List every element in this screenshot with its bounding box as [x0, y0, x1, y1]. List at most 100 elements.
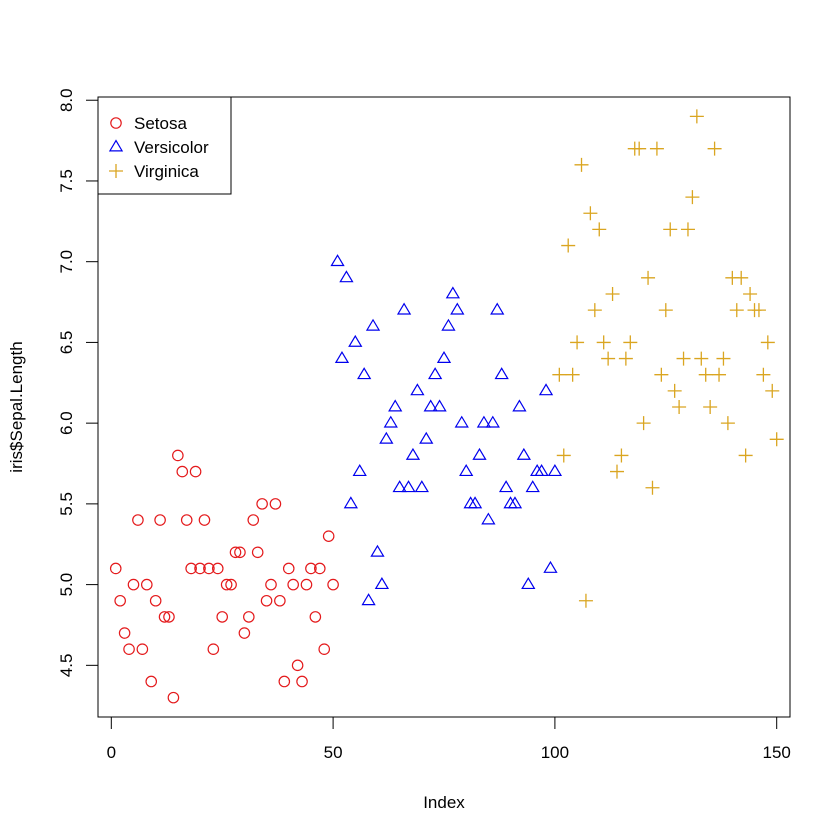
data-point — [158, 611, 171, 623]
data-point — [610, 464, 624, 479]
data-point — [712, 367, 727, 382]
data-point — [738, 448, 753, 463]
data-point — [309, 611, 322, 623]
data-point — [185, 562, 197, 575]
data-point — [172, 449, 184, 462]
data-point — [760, 335, 775, 350]
data-point — [123, 643, 135, 655]
data-point — [485, 415, 500, 428]
data-point — [388, 399, 403, 412]
data-point — [140, 578, 153, 591]
legend-label: Setosa — [134, 114, 187, 133]
data-point — [370, 544, 385, 557]
y-tick-label: 8.0 — [57, 88, 76, 112]
data-point — [176, 465, 189, 478]
data-point — [163, 611, 175, 623]
data-point — [247, 514, 260, 526]
data-point — [716, 351, 731, 366]
data-point — [352, 464, 367, 477]
data-point — [467, 496, 483, 509]
data-point — [769, 432, 784, 447]
data-point — [450, 302, 465, 315]
legend-box — [97, 96, 232, 195]
data-point — [136, 643, 149, 655]
data-point — [525, 480, 540, 493]
data-point — [552, 367, 567, 382]
y-tick-label: 5.5 — [57, 492, 76, 516]
data-point — [274, 594, 286, 607]
y-tick-label: 6.5 — [57, 331, 76, 355]
data-point — [707, 141, 722, 156]
data-point — [282, 562, 295, 575]
data-point — [756, 367, 771, 382]
data-point — [132, 514, 144, 526]
data-point — [459, 464, 474, 477]
data-point — [498, 480, 514, 493]
data-point — [698, 367, 713, 382]
y-tick-label: 7.0 — [57, 250, 76, 274]
data-point — [374, 577, 390, 590]
data-point — [145, 675, 158, 688]
data-point — [516, 447, 531, 460]
x-tick-label: 0 — [107, 743, 116, 762]
data-point — [663, 222, 678, 237]
y-tick-label: 4.5 — [57, 654, 76, 678]
series-setosa — [109, 449, 339, 704]
data-point — [521, 577, 536, 590]
data-point — [265, 578, 277, 591]
data-point — [641, 270, 656, 285]
data-point — [632, 141, 647, 156]
data-point — [734, 270, 749, 285]
data-point — [300, 578, 313, 591]
data-point — [623, 335, 638, 350]
data-point — [305, 562, 317, 575]
data-point — [751, 303, 766, 318]
data-point — [414, 480, 429, 493]
data-point — [334, 350, 350, 364]
data-point — [238, 627, 251, 639]
data-point — [565, 367, 580, 382]
data-point — [225, 578, 237, 591]
y-tick-label: 6.0 — [57, 411, 76, 435]
data-point — [547, 464, 563, 477]
data-point — [614, 448, 629, 463]
data-point — [365, 318, 381, 331]
data-point — [220, 578, 233, 591]
data-point — [596, 335, 611, 350]
data-point — [251, 546, 264, 559]
data-point — [313, 562, 326, 575]
data-point — [383, 415, 398, 428]
data-point — [410, 383, 425, 396]
data-point — [357, 367, 372, 380]
y-tick-label: 5.0 — [57, 573, 76, 597]
data-point — [322, 530, 335, 542]
data-point — [645, 480, 660, 495]
data-point — [203, 562, 215, 575]
data-point — [180, 514, 193, 526]
legend-marker — [108, 139, 124, 152]
data-point — [243, 611, 255, 623]
data-point — [278, 675, 291, 688]
data-point — [260, 594, 273, 607]
data-point — [211, 562, 224, 575]
data-point — [689, 109, 704, 124]
data-point — [534, 464, 549, 477]
data-point — [114, 594, 126, 607]
data-point — [256, 498, 268, 510]
data-point — [765, 383, 780, 398]
data-point — [570, 335, 585, 350]
legend-label: Versicolor — [134, 138, 209, 157]
y-axis-label: iris$Sepal.Length — [7, 341, 26, 472]
data-point — [476, 415, 492, 428]
plot-frame — [97, 96, 791, 718]
data-point — [494, 367, 509, 380]
x-tick-label: 100 — [541, 743, 569, 762]
data-point — [592, 222, 607, 237]
data-point — [720, 416, 735, 431]
data-point — [743, 286, 758, 301]
data-point — [654, 367, 669, 382]
data-point — [490, 302, 505, 315]
data-point — [423, 399, 438, 412]
data-point — [454, 415, 469, 428]
